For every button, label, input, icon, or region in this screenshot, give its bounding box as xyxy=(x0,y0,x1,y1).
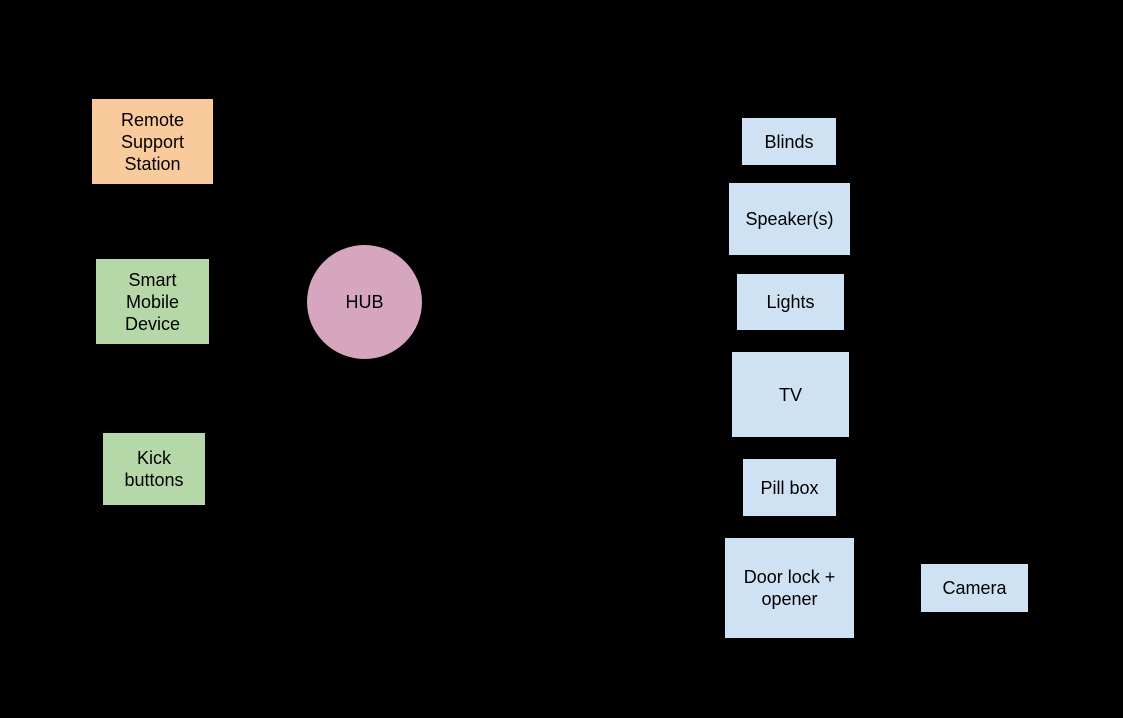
node-label-blinds: Blinds xyxy=(764,131,814,152)
diagram-node-camera[interactable]: Camera xyxy=(921,564,1028,612)
node-label-tv: TV xyxy=(778,384,802,405)
node-label-smart-mobile-device: Smart Mobile Device xyxy=(124,269,181,334)
diagram-node-blinds[interactable]: Blinds xyxy=(742,118,836,165)
diagram-node-speakers[interactable]: Speaker(s) xyxy=(729,183,850,255)
diagram-node-door-lock-opener[interactable]: Door lock + opener xyxy=(725,538,854,638)
node-label-kick-buttons: Kick buttons xyxy=(124,448,184,490)
node-label-camera: Camera xyxy=(942,578,1007,598)
node-label-remote-support-station: Remote Support Station xyxy=(120,109,185,174)
diagram-node-smart-mobile-device[interactable]: Smart Mobile Device xyxy=(96,259,209,344)
node-label-speakers: Speaker(s) xyxy=(745,209,834,229)
diagram-node-hub[interactable]: HUB xyxy=(307,245,422,359)
diagram-node-lights[interactable]: Lights xyxy=(737,274,844,330)
diagram-node-tv[interactable]: TV xyxy=(732,352,849,437)
node-label-lights: Lights xyxy=(766,292,815,312)
diagram-node-pill-box[interactable]: Pill box xyxy=(743,459,836,516)
node-label-pill-box: Pill box xyxy=(760,477,819,498)
node-label-door-lock-opener: Door lock + opener xyxy=(743,567,836,609)
diagram-node-remote-support-station[interactable]: Remote Support Station xyxy=(92,99,213,184)
node-label-hub: HUB xyxy=(345,292,384,312)
diagram-node-kick-buttons[interactable]: Kick buttons xyxy=(103,433,205,505)
